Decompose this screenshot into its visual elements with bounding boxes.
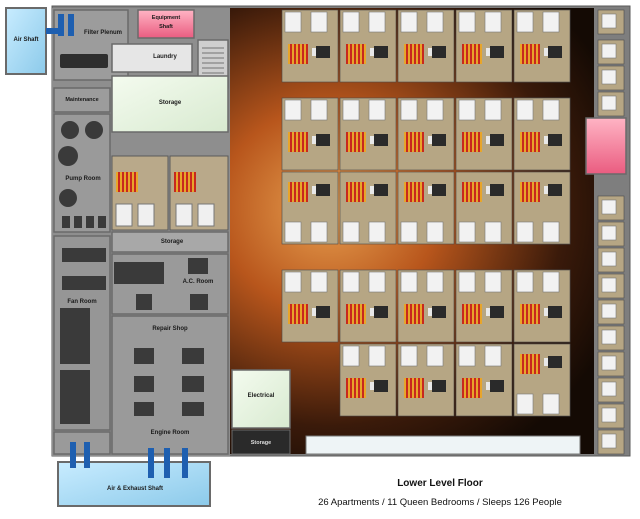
label-ac-room: A.C. Room (182, 279, 214, 285)
apartment-unit (455, 171, 513, 245)
apartment-unit (597, 403, 625, 429)
apartment-unit (397, 269, 455, 343)
label-equipment-shaft-1: Equipment (151, 15, 181, 21)
label-repair-shop: Repair Shop (152, 326, 188, 332)
apartment-unit (597, 91, 625, 117)
apartment-unit (455, 343, 513, 417)
right-column-units (597, 9, 625, 455)
electrical-room (231, 369, 291, 429)
apartment-unit (597, 273, 625, 299)
apartment-unit (597, 325, 625, 351)
label-air-shaft: Air Shaft (13, 37, 39, 43)
apartment-unit (397, 97, 455, 171)
apartment-unit (455, 9, 513, 83)
apartment-unit (597, 221, 625, 247)
apartment-unit (597, 377, 625, 403)
apartment-unit (597, 65, 625, 91)
label-electrical: Electrical (247, 393, 275, 399)
apartment-unit (513, 171, 571, 245)
apartment-unit (597, 195, 625, 221)
pipe-icon (58, 14, 64, 36)
laundry-room (111, 43, 193, 73)
elevator-shaft (585, 117, 627, 175)
apartment-unit (597, 429, 625, 455)
label-engine-room: Engine Room (150, 430, 190, 436)
apartment-unit (281, 269, 339, 343)
equipment-shaft (137, 9, 195, 39)
apartment-unit (339, 269, 397, 343)
label-maintenance: Maintenance (65, 97, 99, 103)
apartment-unit (397, 343, 455, 417)
label-laundry: Laundry (153, 54, 177, 60)
air-shaft (5, 7, 47, 75)
apartment-unit (597, 9, 625, 35)
label-fan-room: Fan Room (67, 299, 97, 305)
plan-subtitle: 26 Apartments / 11 Queen Bedrooms / Slee… (318, 497, 562, 508)
apartment-unit (397, 171, 455, 245)
apartment-unit (281, 97, 339, 171)
apartment-unit (597, 351, 625, 377)
apartment-unit (513, 97, 571, 171)
repair-shop (111, 315, 229, 455)
apartment-unit (339, 343, 397, 417)
apartment-unit (339, 97, 397, 171)
label-air-exhaust-shaft: Air & Exhaust Shaft (106, 486, 163, 492)
label-storage-bottom: Storage (250, 440, 272, 446)
label-equipment-shaft-2: Shaft (159, 24, 173, 30)
apartment-unit (339, 9, 397, 83)
label-storage-mid: Storage (160, 239, 184, 245)
storage-room-top (111, 75, 229, 133)
storage-room-mid (111, 231, 229, 253)
apartment-unit (281, 171, 339, 245)
apartment-unit (597, 39, 625, 65)
apartment-unit (281, 9, 339, 83)
apartment-unit (455, 269, 513, 343)
apartment-unit (597, 247, 625, 273)
apartment-unit (513, 343, 571, 417)
apartment-unit (513, 9, 571, 83)
plan-title: Lower Level Floor (397, 478, 483, 489)
label-pump-room: Pump Room (65, 176, 101, 182)
storage-room-bottom (231, 429, 291, 455)
apartment-unit (397, 9, 455, 83)
apartment-unit (455, 97, 513, 171)
apartment-unit (513, 269, 571, 343)
apartment-unit (339, 171, 397, 245)
label-storage-top: Storage (158, 100, 182, 106)
label-filter-plenum: Filter Plenum (83, 30, 122, 36)
maintenance-room (53, 87, 111, 113)
apartment-unit (597, 299, 625, 325)
apartment-blocks (281, 9, 571, 417)
